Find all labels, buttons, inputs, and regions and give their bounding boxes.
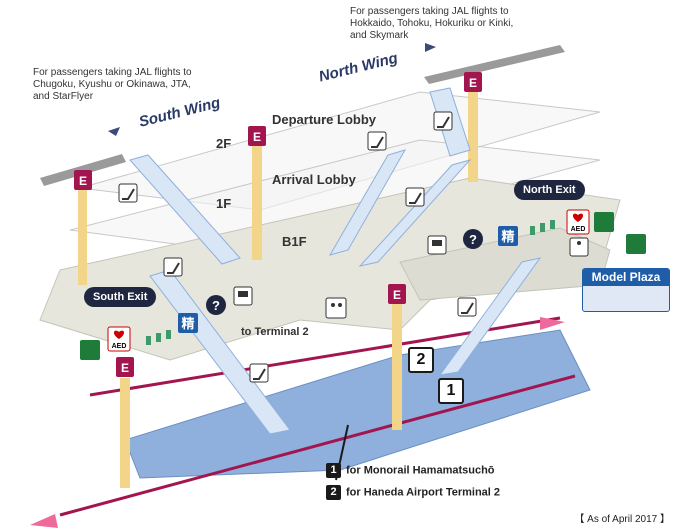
escalator-icon [163, 257, 183, 277]
restroom-icon [80, 340, 100, 360]
svg-text:?: ? [469, 232, 477, 247]
legend-text: for Monorail Hamamatsuchō [346, 464, 495, 477]
north-wing-direction-arrow [425, 43, 436, 52]
legend-text: for Haneda Airport Terminal 2 [346, 486, 501, 499]
svg-text:E: E [393, 288, 401, 302]
track-lower [59, 374, 576, 517]
ticket-machine-icon [233, 286, 253, 306]
fare-adjustment-icon: 精 [178, 313, 198, 333]
legend-row-1: 1 for Monorail Hamamatsuchō [326, 463, 495, 478]
arrow-to-hamamatsucho-track [30, 514, 58, 528]
restroom-icon [569, 237, 589, 257]
elevator-icon: E [464, 72, 482, 92]
escalator-to-platform [438, 257, 542, 376]
svg-text:AED: AED [112, 343, 127, 350]
escalator-icon [118, 183, 138, 203]
departure-lobby-label: Departure Lobby [272, 112, 377, 127]
escalator-icon [249, 363, 269, 383]
elevator-icon: E [388, 284, 406, 304]
model-plaza-label: Model Plaza [583, 269, 669, 286]
pillar-north [468, 92, 478, 182]
model-plaza-panel: Model Plaza [582, 268, 670, 312]
svg-text:E: E [79, 174, 87, 188]
aed-icon: AED [107, 326, 131, 352]
pillar-center [252, 140, 262, 260]
arrow-to-terminal2-track [540, 317, 565, 330]
platform-number-2: 2 [408, 347, 434, 373]
escalator-icon [367, 131, 387, 151]
svg-text:E: E [253, 130, 261, 144]
south-exit-label: South Exit [84, 287, 157, 307]
info-icon: ? [463, 229, 483, 249]
svg-text:精: 精 [501, 229, 514, 244]
aed-icon: AED [566, 209, 590, 235]
escalator-center [328, 149, 407, 256]
svg-text:E: E [121, 361, 129, 375]
north-flights-note: For passengers taking JAL flights to Hok… [350, 6, 514, 41]
legend-row-2: 2 for Haneda Airport Terminal 2 [326, 485, 500, 500]
restroom-icon [594, 212, 614, 232]
svg-text:?: ? [212, 298, 220, 313]
escalator-icon [405, 187, 425, 207]
escalator-south-upper [129, 154, 241, 265]
ticket-gates-south [146, 330, 171, 345]
elevator-icon: E [248, 126, 266, 146]
fare-adjustment-icon: 精 [498, 226, 518, 246]
floor-b1f-label: B1F [282, 234, 307, 249]
ticket-machine-icon [427, 235, 447, 255]
escalator-icon [457, 297, 477, 317]
floor-2f-label: 2F [216, 136, 232, 151]
south-flights-note: For passengers taking JAL flights to Chu… [33, 67, 192, 102]
svg-text:精: 精 [181, 316, 194, 331]
svg-text:E: E [469, 76, 477, 90]
arrival-lobby-label: Arrival Lobby [272, 172, 356, 187]
legend-number: 2 [326, 485, 341, 500]
floor-1f-label: 1F [216, 196, 232, 211]
north-roof-beam [424, 45, 565, 84]
legend-number: 1 [326, 463, 341, 478]
platform-number-1: 1 [438, 378, 464, 404]
pillar-south-upper [78, 185, 87, 285]
escalator-south-lower [149, 269, 291, 435]
pillar-center-lower [392, 300, 402, 430]
waiting-area-icon [325, 297, 347, 319]
info-icon: ? [206, 295, 226, 315]
elevator-icon: E [116, 357, 134, 377]
escalators [129, 87, 542, 435]
pillar-south-lower [120, 378, 130, 488]
elevator-icon: E [74, 170, 92, 190]
ticket-gates-north [530, 220, 555, 235]
svg-text:AED: AED [571, 226, 586, 233]
escalator-icon [433, 111, 453, 131]
north-exit-label: North Exit [514, 180, 585, 200]
restroom-icon [626, 234, 646, 254]
south-wing-direction-arrow [108, 127, 120, 136]
as-of-date: 【 As of April 2017 】 [574, 514, 670, 525]
to-terminal2-label: to Terminal 2 [241, 326, 309, 338]
